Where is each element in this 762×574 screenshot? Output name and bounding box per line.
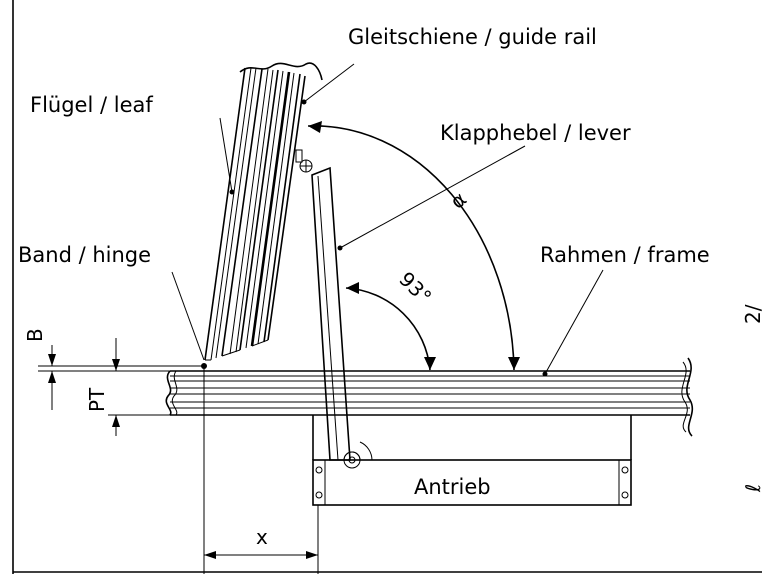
edge-fragment-bottom: ℓ bbox=[741, 484, 762, 493]
leaf-profile bbox=[201, 62, 323, 369]
hinge-leader bbox=[171, 271, 205, 361]
alpha-label: α bbox=[446, 187, 472, 214]
b-label: B bbox=[23, 328, 47, 342]
pt-label: PT bbox=[85, 387, 109, 412]
guide-rail-leader bbox=[303, 63, 355, 103]
dimension-pt bbox=[108, 338, 170, 436]
frame-profile bbox=[165, 357, 694, 437]
leaf-label: Flügel / leaf bbox=[30, 93, 153, 117]
dimension-x bbox=[203, 366, 319, 574]
hinge-label: Band / hinge bbox=[18, 243, 151, 267]
frame-label: Rahmen / frame bbox=[540, 243, 710, 267]
frame-leader bbox=[544, 269, 604, 375]
lever-arm bbox=[295, 149, 351, 461]
edge-fragment-top: 2/ bbox=[741, 304, 762, 324]
drive-housing bbox=[312, 415, 632, 506]
leaf-leader bbox=[219, 117, 233, 193]
angle-93-label: 93° bbox=[394, 267, 436, 309]
dimension-b bbox=[38, 345, 204, 410]
angle-alpha-arc bbox=[307, 121, 520, 371]
lever-label: Klapphebel / lever bbox=[440, 121, 631, 145]
guide-rail-label: Gleitschiene / guide rail bbox=[348, 25, 597, 49]
drive-label: Antrieb bbox=[414, 475, 491, 499]
x-label: x bbox=[256, 525, 268, 549]
lever-leader bbox=[339, 145, 526, 249]
angle-93-arc bbox=[345, 282, 436, 371]
